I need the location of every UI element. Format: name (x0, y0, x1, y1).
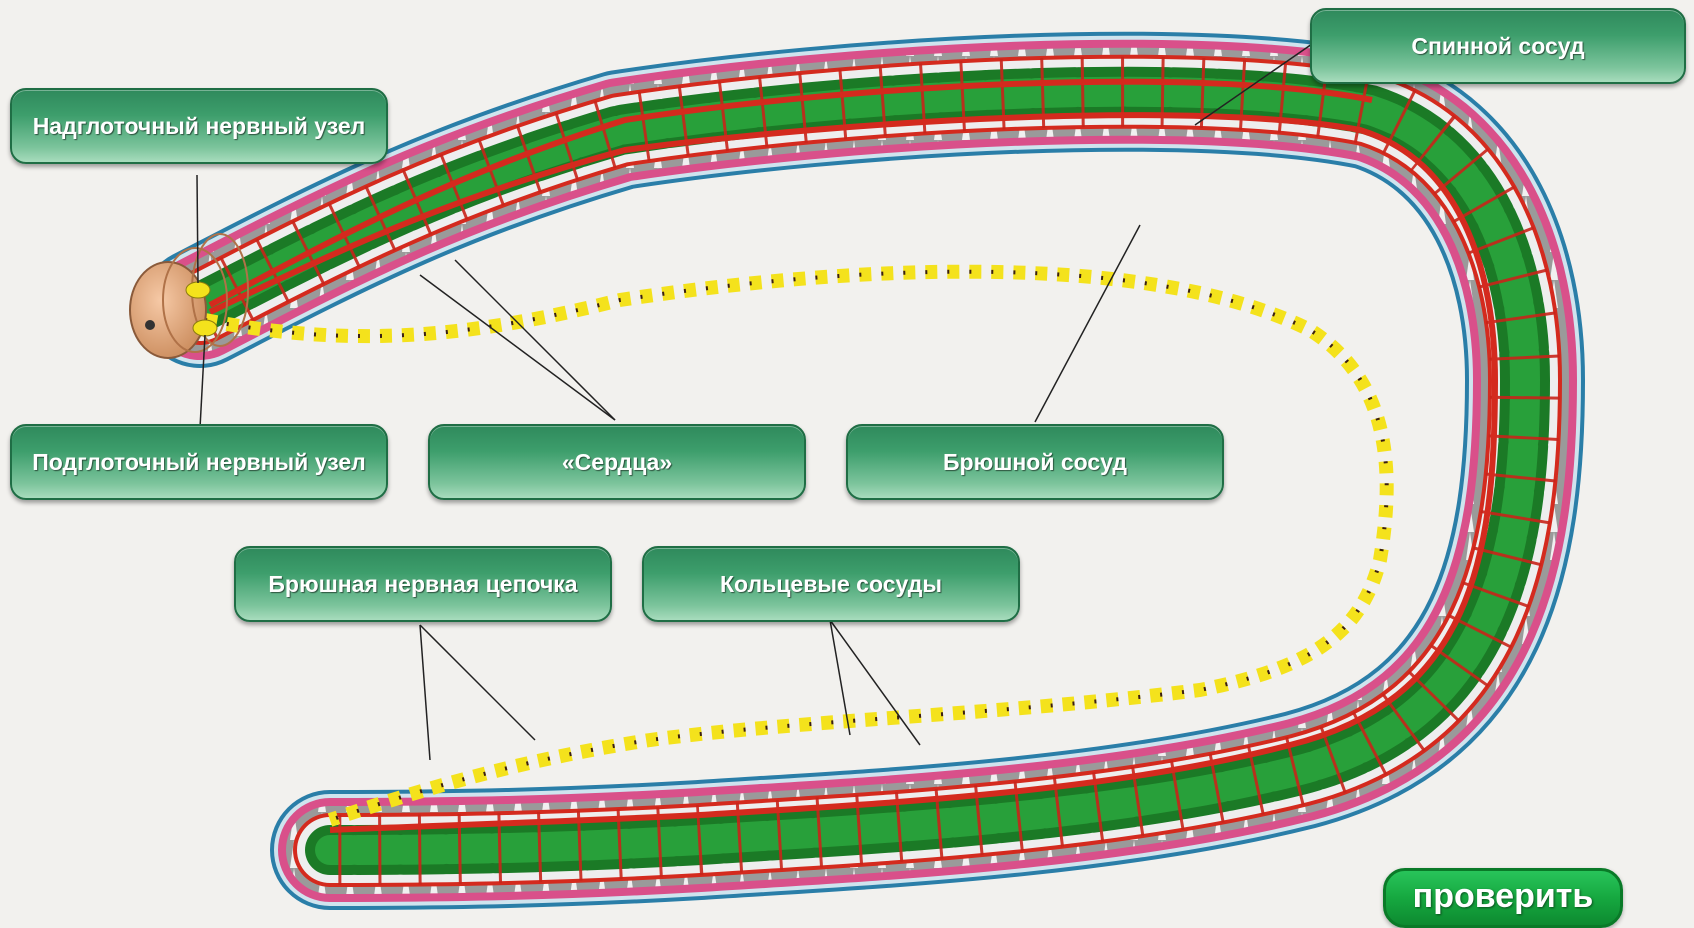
label-subesophageal-ganglion[interactable]: Подглоточный нервный узел (10, 424, 388, 500)
label-dorsal-vessel[interactable]: Спинной сосуд (1310, 8, 1686, 84)
label-supraesophageal-ganglion[interactable]: Надглоточный нервный узел (10, 88, 388, 164)
check-button[interactable]: проверить (1383, 868, 1623, 928)
label-hearts[interactable]: «Сердца» (428, 424, 806, 500)
supraesophageal-ganglion (186, 282, 210, 298)
label-ventral-nerve-chain[interactable]: Брюшная нервная цепочка (234, 546, 612, 622)
label-ventral-vessel[interactable]: Брюшной сосуд (846, 424, 1224, 500)
label-ring-vessels[interactable]: Кольцевые сосуды (642, 546, 1020, 622)
subesophageal-ganglion (193, 320, 217, 336)
